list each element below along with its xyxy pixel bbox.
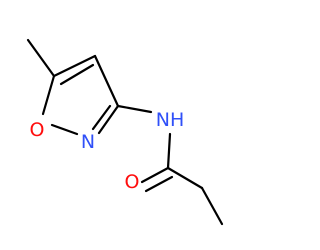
bond-c5-c4-inner — [59, 63, 95, 86]
bond-ch2-ch3 — [200, 186, 224, 226]
bond-n-o — [50, 123, 79, 136]
atom-label-ring-oxygen: O — [30, 119, 45, 141]
bond-c4-c3 — [93, 54, 120, 108]
molecule-structure: O N NH O — [26, 38, 224, 226]
atom-label-carbonyl-oxygen: O — [125, 171, 140, 193]
atom-label-ring-nitrogen: N — [81, 131, 95, 153]
bond-carbonyl-ch2 — [166, 166, 204, 190]
bond-nh-carbonyl — [166, 132, 172, 170]
atom-labels: O N NH O — [30, 109, 185, 193]
bond-c3-n — [97, 104, 120, 135]
bond-o-c5 — [41, 74, 56, 116]
bond-c3-nh — [116, 104, 153, 114]
bond-carbonyl-o-inner — [144, 175, 174, 193]
bond-methyl-c5 — [26, 38, 56, 78]
atom-label-amide-nh: NH — [156, 109, 185, 131]
bonds — [26, 38, 224, 226]
bond-c3-n-inner — [91, 104, 112, 131]
bond-c5-c4 — [52, 54, 97, 78]
bond-carbonyl-o — [140, 166, 170, 184]
